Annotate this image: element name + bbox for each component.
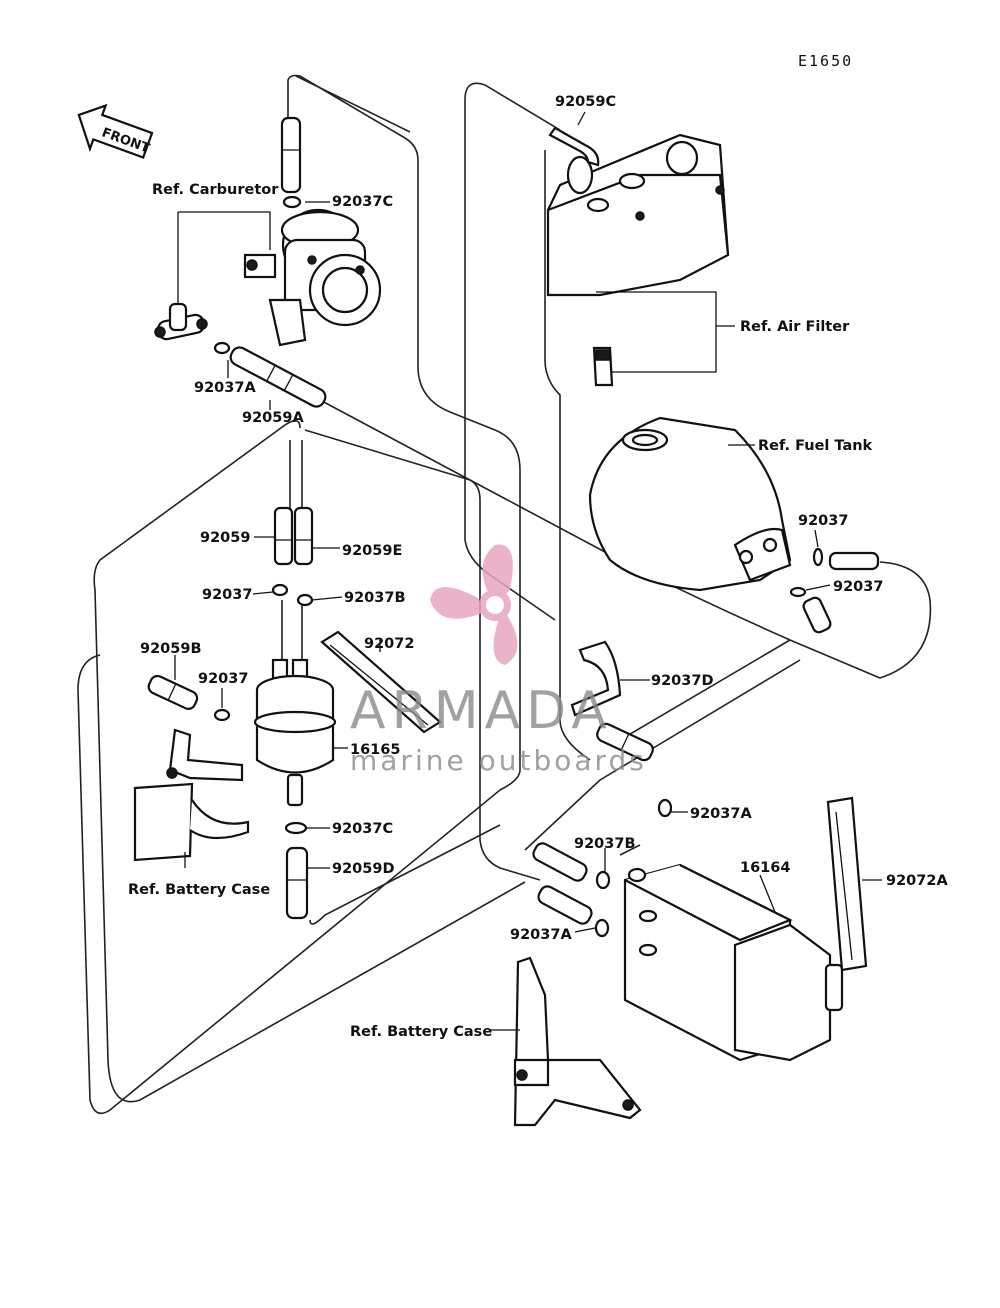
clamp-92037A-right — [657, 798, 673, 818]
clamp-92037B-mid — [296, 593, 314, 607]
tee-fitting — [154, 302, 208, 341]
canister-16164 — [623, 863, 844, 1062]
leader-lines — [174, 111, 882, 1031]
label-92037A-left: 92037A — [194, 380, 256, 396]
label-16165: 16165 — [350, 742, 400, 758]
label-92037-left: 92037 — [198, 671, 248, 687]
label-92059D: 92059D — [332, 861, 394, 877]
label-92037C-top: 92037C — [332, 194, 393, 210]
hose-92059C-left — [280, 116, 302, 194]
hoses-right-lower — [532, 842, 593, 925]
hose-92059A — [229, 346, 327, 408]
label-92037D: 92037D — [651, 673, 713, 689]
clamp-92037A-left — [213, 341, 231, 355]
label-92037A-bottom: 92037A — [510, 927, 572, 943]
label-92037A-right: 92037A — [690, 806, 752, 822]
clamp-92037A-bottom — [594, 918, 610, 938]
diagram-code: E1650 — [798, 52, 853, 70]
battery-case-bottom — [513, 956, 642, 1127]
clamp-92037C-bottom — [284, 821, 308, 835]
band-92072 — [320, 630, 442, 734]
tank-fittings — [789, 547, 880, 634]
clamp-92037C-top — [282, 195, 302, 209]
bracket-92037D — [570, 640, 622, 717]
label-92037-tank2: 92037 — [833, 579, 883, 595]
fuel-filter-16165 — [253, 658, 337, 807]
label-92059: 92059 — [200, 530, 250, 546]
watermark-logo — [430, 544, 518, 665]
front-arrow: FRONT — [77, 103, 154, 159]
label-16164: 16164 — [740, 860, 790, 876]
watermark-brand: ARMADA — [350, 681, 613, 741]
battery-case-left — [133, 728, 250, 862]
label-92059A: 92059A — [242, 410, 304, 426]
band-92072A — [826, 796, 868, 972]
hose-right-upper — [596, 722, 654, 762]
label-92037B-right: 92037B — [574, 836, 636, 852]
label-ref-battery-case-bottom: Ref. Battery Case — [350, 1024, 492, 1040]
label-92072: 92072 — [364, 636, 414, 652]
label-92059C: 92059C — [555, 94, 616, 110]
air-filter — [546, 133, 730, 387]
label-92059B: 92059B — [140, 641, 202, 657]
hose-92059B — [147, 674, 199, 710]
label-92037C-bottom: 92037C — [332, 821, 393, 837]
label-ref-carburetor: Ref. Carburetor — [152, 182, 279, 198]
label-92037-tank1: 92037 — [798, 513, 848, 529]
clamp-92037-left — [213, 708, 231, 722]
label-92072A: 92072A — [886, 873, 948, 889]
hose-92059D — [285, 846, 309, 920]
fuel-tank — [588, 416, 792, 592]
hose-92059C — [548, 126, 600, 167]
label-ref-fuel-tank: Ref. Fuel Tank — [758, 438, 873, 454]
clamp-92037B-right — [595, 870, 611, 890]
label-92059E: 92059E — [342, 543, 402, 559]
hose-routing — [77, 74, 932, 1115]
clamp-92037-mid — [271, 583, 289, 597]
watermark-tagline: marine outboards — [350, 744, 647, 777]
label-92037B-mid: 92037B — [344, 590, 406, 606]
label-92037-mid: 92037 — [202, 587, 252, 603]
carburetor — [243, 208, 382, 347]
label-ref-battery-case-left: Ref. Battery Case — [128, 882, 270, 898]
hoses-92059-pair — [273, 506, 314, 566]
label-ref-air-filter: Ref. Air Filter — [740, 319, 850, 335]
